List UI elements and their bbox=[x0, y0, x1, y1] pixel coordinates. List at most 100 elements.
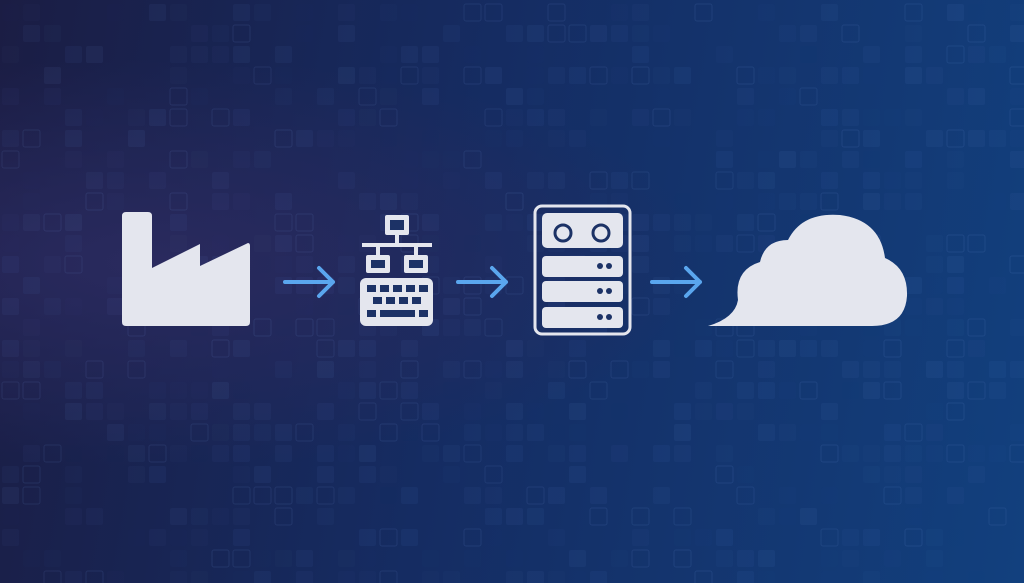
grid-tile bbox=[463, 360, 482, 379]
server-tape-storage-icon bbox=[533, 204, 632, 336]
grid-tile bbox=[44, 67, 61, 84]
grid-tile bbox=[968, 130, 985, 147]
grid-tile bbox=[463, 444, 482, 463]
grid-tile bbox=[569, 67, 586, 84]
grid-tile bbox=[1, 150, 20, 169]
grid-tile bbox=[548, 172, 565, 189]
grid-tile bbox=[527, 172, 544, 189]
grid-tile bbox=[86, 46, 103, 63]
grid-tile bbox=[401, 487, 418, 504]
grid-tile bbox=[506, 571, 523, 583]
grid-tile bbox=[946, 234, 965, 253]
grid-tile bbox=[715, 171, 734, 190]
grid-tile bbox=[946, 444, 965, 463]
grid-tile bbox=[715, 360, 734, 379]
grid-tile bbox=[338, 487, 355, 504]
grid-tile bbox=[358, 402, 377, 421]
grid-tile bbox=[947, 277, 964, 294]
grid-tile bbox=[149, 466, 166, 483]
grid-tile bbox=[905, 46, 922, 63]
grid-tile bbox=[674, 403, 691, 420]
grid-tile bbox=[379, 108, 398, 127]
grid-tile bbox=[589, 381, 608, 400]
cloud-icon bbox=[708, 214, 908, 326]
grid-tile bbox=[86, 403, 103, 420]
grid-tile bbox=[317, 445, 334, 462]
grid-tile bbox=[947, 88, 964, 105]
grid-tile bbox=[22, 129, 41, 148]
arrow-right-icon bbox=[456, 266, 508, 298]
grid-tile bbox=[275, 235, 292, 252]
grid-tile bbox=[149, 403, 166, 420]
grid-tile bbox=[463, 276, 482, 295]
grid-tile bbox=[820, 528, 839, 547]
grid-tile bbox=[485, 172, 502, 189]
network-keyboard-icon bbox=[360, 215, 433, 326]
grid-tile bbox=[989, 382, 1006, 399]
grid-tile bbox=[379, 423, 398, 442]
grid-tile bbox=[44, 298, 61, 315]
grid-tile bbox=[632, 109, 649, 126]
grid-tile bbox=[107, 424, 124, 441]
grid-tile bbox=[23, 25, 40, 42]
grid-tile bbox=[610, 360, 629, 379]
grid-tile bbox=[401, 46, 418, 63]
grid-tile bbox=[2, 256, 19, 273]
grid-tile bbox=[506, 445, 523, 462]
grid-tile bbox=[905, 67, 922, 84]
grid-tile bbox=[338, 109, 355, 126]
arrow-right-icon bbox=[283, 266, 335, 298]
grid-tile bbox=[338, 340, 355, 357]
grid-tile bbox=[653, 214, 670, 231]
grid-tile bbox=[85, 192, 104, 211]
grid-tile bbox=[863, 193, 880, 210]
grid-tile bbox=[296, 550, 313, 567]
grid-tile bbox=[295, 234, 314, 253]
grid-tile bbox=[590, 487, 607, 504]
grid-tile bbox=[170, 340, 187, 357]
grid-tile bbox=[967, 381, 986, 400]
grid-tile bbox=[317, 361, 334, 378]
grid-tile bbox=[148, 444, 167, 463]
grid-tile bbox=[863, 172, 880, 189]
grid-tile bbox=[989, 130, 1006, 147]
grid-tile bbox=[589, 66, 608, 85]
grid-tile bbox=[169, 108, 188, 127]
grid-tile bbox=[191, 508, 208, 525]
grid-tile bbox=[1009, 66, 1024, 85]
grid-tile bbox=[317, 403, 334, 420]
grid-tile bbox=[904, 423, 923, 442]
grid-tile bbox=[841, 24, 860, 43]
grid-tile bbox=[569, 445, 586, 462]
grid-tile bbox=[737, 172, 754, 189]
arrow-right-icon bbox=[650, 266, 702, 298]
grid-tile bbox=[883, 486, 902, 505]
grid-tile bbox=[758, 340, 775, 357]
grid-tile bbox=[316, 486, 335, 505]
grid-tile bbox=[799, 87, 818, 106]
grid-tile bbox=[127, 360, 146, 379]
grid-tile bbox=[233, 445, 250, 462]
grid-tile bbox=[65, 403, 82, 420]
grid-tile bbox=[484, 465, 503, 484]
grid-tile bbox=[23, 445, 40, 462]
grid-tile bbox=[190, 423, 209, 442]
grid-tile bbox=[2, 130, 19, 147]
grid-tile bbox=[842, 67, 859, 84]
grid-tile bbox=[905, 193, 922, 210]
grid-tile bbox=[967, 318, 986, 337]
grid-tile bbox=[85, 570, 104, 583]
grid-tile bbox=[674, 445, 691, 462]
grid-tile bbox=[632, 235, 649, 252]
grid-tile bbox=[170, 508, 187, 525]
grid-tile bbox=[316, 318, 335, 337]
grid-tile bbox=[65, 214, 82, 231]
grid-tile bbox=[506, 361, 523, 378]
grid-tile bbox=[2, 466, 19, 483]
grid-tile bbox=[275, 46, 292, 63]
grid-tile bbox=[842, 151, 859, 168]
grid-tile bbox=[821, 340, 838, 357]
grid-tile bbox=[191, 46, 208, 63]
grid-tile bbox=[694, 570, 713, 583]
grid-tile bbox=[128, 466, 145, 483]
